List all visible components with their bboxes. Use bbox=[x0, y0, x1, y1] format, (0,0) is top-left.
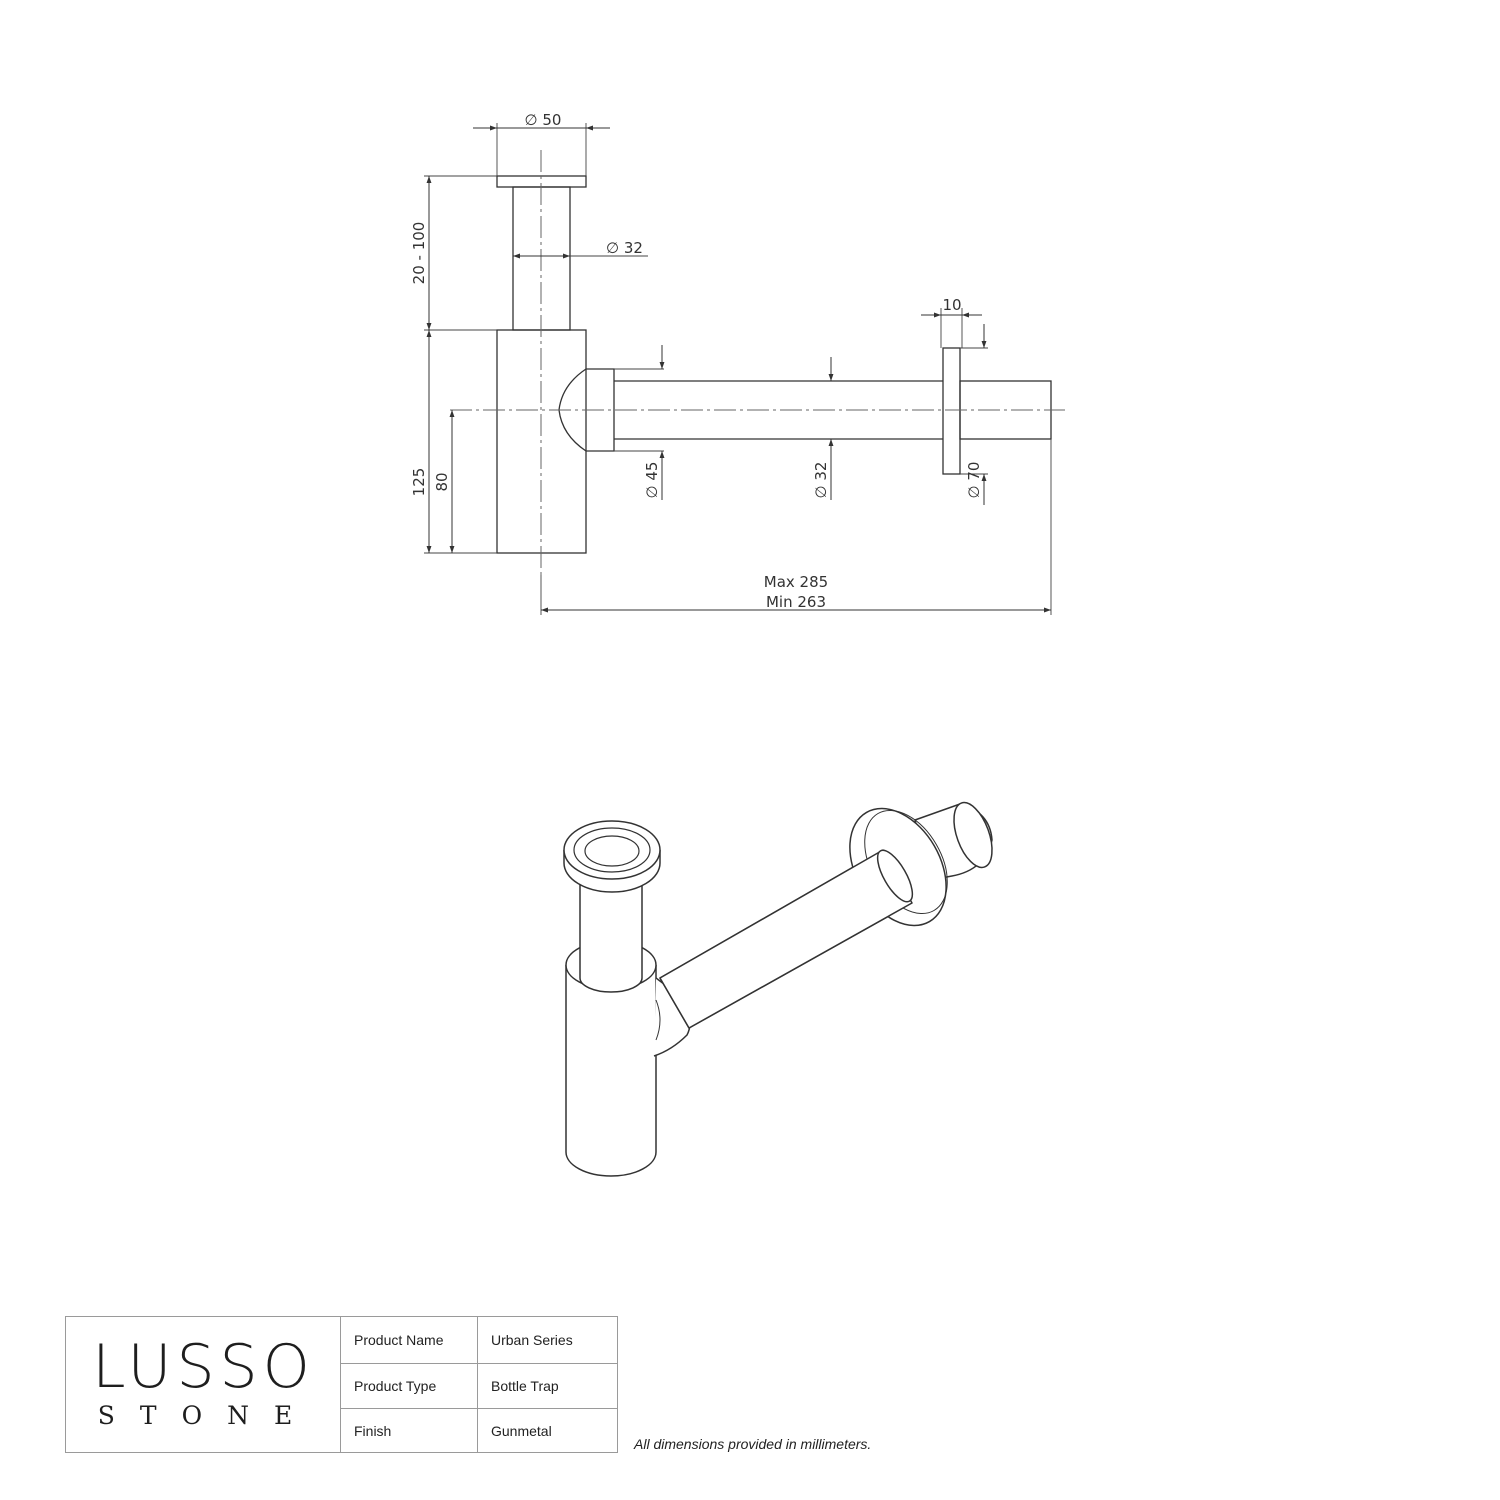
dim-stem-diameter: ∅ 32 bbox=[606, 239, 643, 257]
center-lines bbox=[450, 150, 1065, 575]
row-label: Product Name bbox=[341, 1317, 478, 1363]
dim-top-diameter: ∅ 50 bbox=[525, 111, 562, 129]
table-row: Product Name Urban Series bbox=[341, 1317, 617, 1364]
row-value: Urban Series bbox=[491, 1332, 573, 1348]
dim-stem-height: 20 - 100 bbox=[410, 222, 428, 285]
table-row: Finish Gunmetal bbox=[341, 1409, 617, 1452]
row-value: Bottle Trap bbox=[491, 1378, 559, 1394]
extension-lines bbox=[424, 123, 1052, 615]
dim-pipe-diameter: ∅ 32 bbox=[812, 462, 830, 499]
dim-flange-thickness: 10 bbox=[942, 296, 961, 314]
iso-stem bbox=[579, 864, 643, 993]
dimension-lines bbox=[426, 125, 1051, 613]
wall-flange bbox=[942, 347, 961, 475]
row-value: Gunmetal bbox=[491, 1422, 552, 1439]
trap-isometric bbox=[563, 801, 993, 1177]
dimensions-note: All dimensions provided in millimeters. bbox=[634, 1436, 872, 1452]
row-label: Product Type bbox=[341, 1364, 478, 1408]
title-block: LUSSO STONE Product Name Urban Series Pr… bbox=[65, 1316, 618, 1453]
dim-body-height: 125 bbox=[410, 468, 428, 497]
logo-main-text: LUSSO bbox=[92, 1332, 315, 1402]
row-label: Finish bbox=[341, 1409, 478, 1452]
dim-outlet-height: 80 bbox=[433, 472, 451, 491]
dim-min-length: Min 263 bbox=[766, 593, 826, 611]
table-row: Product Type Bottle Trap bbox=[341, 1364, 617, 1409]
dim-outlet-diameter: ∅ 45 bbox=[643, 462, 661, 499]
logo: LUSSO STONE bbox=[66, 1317, 341, 1452]
logo-sub-text: STONE bbox=[97, 1401, 318, 1430]
iso-bottle-body bbox=[565, 965, 657, 1177]
dim-max-length: Max 285 bbox=[764, 573, 828, 591]
dim-flange-diameter: ∅ 70 bbox=[965, 462, 983, 499]
